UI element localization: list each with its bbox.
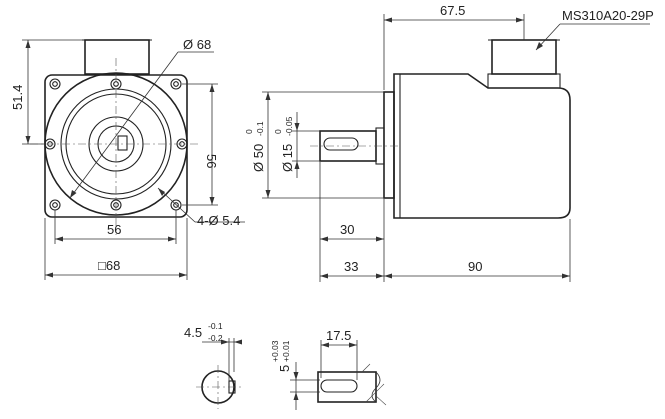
key-width-tolerance-lower: +0.01 xyxy=(281,340,291,362)
shaft-tolerance-lower: -0.05 xyxy=(284,116,294,136)
holes-label: 4-Ø 5.4 xyxy=(197,213,240,228)
shaft-end xyxy=(317,371,377,403)
key-width-tolerance-upper: +0.03 xyxy=(270,340,280,362)
key-depth-label: 4.5 xyxy=(184,325,202,340)
shaft-length-label: 33 xyxy=(344,259,358,274)
key-length-label: 30 xyxy=(340,222,354,237)
body-length-label: 90 xyxy=(468,259,482,274)
motor-body xyxy=(393,73,571,219)
key-depth-tolerance-lower: -0.2 xyxy=(208,333,223,343)
key-depth-tolerance-upper: -0.1 xyxy=(208,321,223,331)
pilot-tolerance-lower: -0.1 xyxy=(255,121,265,136)
hole-spacing-horizontal-label: 56 xyxy=(107,222,121,237)
key-width-label: 5 xyxy=(277,365,292,372)
pilot-tolerance-upper: 0 xyxy=(244,129,254,134)
side-shaft-keyway xyxy=(323,137,359,151)
connector-base xyxy=(487,73,561,89)
connector-label: MS310A20-29P xyxy=(562,8,654,23)
shaft-key xyxy=(117,135,128,151)
side-view: 67.5 MS310A20-29P Ø 50 0 -0.1 Ø 15 0 -0.… xyxy=(244,3,654,282)
side-flange xyxy=(383,91,395,199)
key-detail: 4.5 -0.1 -0.2 5 +0.03 +0.01 17.5 xyxy=(184,321,387,410)
front-view: 51.4 Ø 68 56 4-Ø 5.4 56 □68 xyxy=(10,37,245,280)
flange-circle-label: Ø 68 xyxy=(183,37,211,52)
connector-length-label: 67.5 xyxy=(440,3,465,18)
shaft-diameter-label: Ø 15 xyxy=(280,144,295,172)
side-connector xyxy=(491,39,557,75)
shaft-tolerance-upper: 0 xyxy=(273,129,283,134)
pilot-diameter-label: Ø 50 xyxy=(251,144,266,172)
flange-square-label: □68 xyxy=(98,258,120,273)
hole-spacing-vertical-label: 56 xyxy=(204,154,219,168)
front-connector xyxy=(84,39,150,75)
height-dimension-label: 51.4 xyxy=(10,85,25,110)
key-detail-length-label: 17.5 xyxy=(326,328,351,343)
shaft-end-keyway xyxy=(320,379,358,393)
